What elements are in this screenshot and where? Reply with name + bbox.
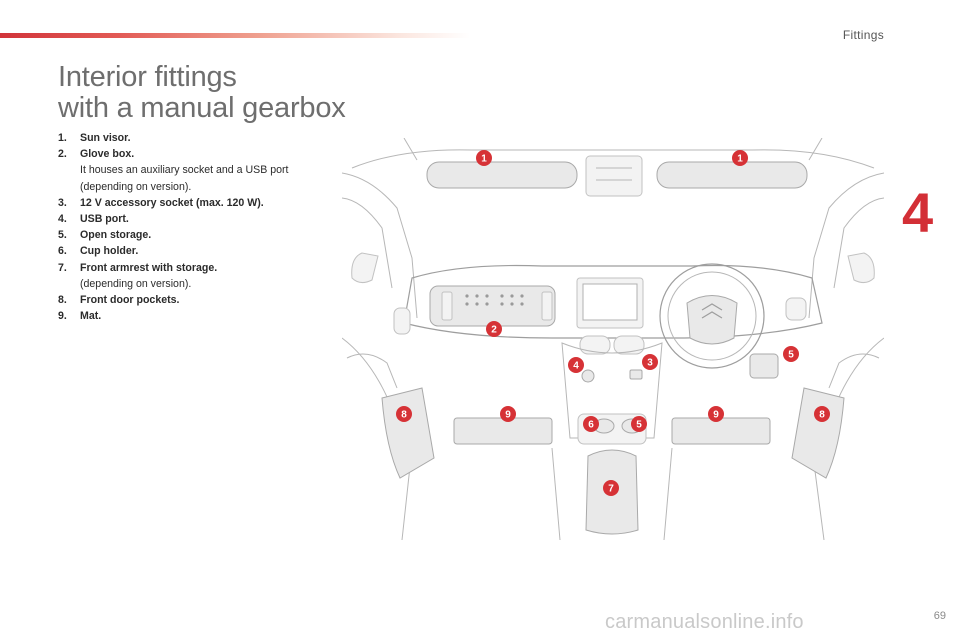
floor-mat-right: [671, 417, 771, 445]
list-item: 5. Open storage.: [58, 227, 308, 243]
svg-text:1: 1: [737, 154, 743, 165]
glove-box-handle: [441, 291, 453, 321]
list-item: 8. Front door pockets.: [58, 292, 308, 308]
svg-text:1: 1: [481, 154, 487, 165]
steering-wheel: [659, 263, 765, 369]
item-label: Cup holder.: [80, 245, 139, 258]
roof-console: [585, 155, 643, 197]
windshield-frame: [351, 138, 875, 169]
callout-mat-left: 9: [500, 406, 516, 422]
header-accent-bar: [0, 33, 470, 38]
car-interior-illustration: 1 1 2 3 4 5 5 6 7 8 8 9 9: [342, 138, 884, 540]
item-number: 3.: [58, 196, 67, 209]
item-description: It houses an auxiliary socket and a USB …: [80, 164, 289, 193]
svg-text:5: 5: [636, 420, 642, 431]
page-title-line-2: with a manual gearbox: [58, 92, 346, 124]
callout-door-pocket-right: 8: [814, 406, 830, 422]
svg-text:8: 8: [401, 410, 407, 421]
item-label: Front door pockets.: [80, 294, 180, 307]
item-number: 2.: [58, 148, 67, 161]
page-title-line-1: Interior fittings: [58, 61, 237, 93]
callout-sun-visor-right: 1: [732, 150, 748, 166]
list-item: 4. USB port.: [58, 211, 308, 227]
chapter-number: 4: [902, 181, 934, 244]
floor-mat-left: [453, 417, 553, 445]
callout-mat-right: 9: [708, 406, 724, 422]
item-label: Mat.: [80, 310, 102, 323]
vent-centre-right: [613, 335, 645, 355]
item-number: 1.: [58, 132, 67, 144]
svg-text:7: 7: [608, 484, 614, 495]
steering-hub: [686, 295, 738, 345]
section-label: Fittings: [842, 28, 884, 42]
callout-open-storage-dash: 5: [783, 346, 799, 362]
svg-text:5: 5: [788, 350, 794, 361]
svg-text:4: 4: [573, 361, 579, 372]
glove-box-handle: [541, 291, 553, 321]
door-pocket-right: [791, 387, 845, 479]
callout-cup-holder: 6: [583, 416, 599, 432]
list-item: 3. 12 V accessory socket (max. 120 W).: [58, 195, 308, 211]
sun-visor-left: [426, 161, 578, 189]
item-number: 9.: [58, 310, 67, 323]
item-number: 5.: [58, 229, 67, 242]
mirror-left: [351, 252, 379, 284]
door-pocket-left: [381, 387, 435, 479]
usb-port: [629, 369, 643, 380]
svg-text:8: 8: [819, 410, 825, 421]
callout-sun-visor-left: 1: [476, 150, 492, 166]
item-number: 7.: [58, 261, 67, 274]
screen-display: [582, 283, 638, 321]
item-label: USB port.: [80, 213, 129, 226]
svg-text:9: 9: [713, 410, 719, 421]
watermark: carmanualsonline.info: [605, 611, 804, 633]
item-label: Sun visor.: [80, 132, 131, 144]
callout-glove-box: 2: [486, 321, 502, 337]
door-handles: [346, 353, 880, 389]
list-item: 7. Front armrest with storage. (depending …: [58, 260, 308, 292]
page-title: Interior fittings with a manual gearbox: [58, 62, 346, 124]
vent-centre-left: [579, 335, 611, 355]
accessory-socket: [581, 369, 595, 383]
left-pillar: [342, 172, 418, 319]
centre-console: [561, 342, 663, 439]
callout-accessory-socket: 3: [642, 354, 658, 370]
mirror-right: [847, 252, 875, 284]
seat-outlines: [401, 447, 825, 540]
callout-armrest: 7: [603, 480, 619, 496]
item-label: 12 V accessory socket (max. 120 W).: [80, 196, 264, 209]
list-item: 1. Sun visor.: [58, 130, 308, 146]
vent-left: [393, 307, 411, 335]
right-pillar: [808, 172, 884, 319]
list-item: 6. Cup holder.: [58, 243, 308, 259]
item-label: Glove box.: [80, 148, 135, 161]
fittings-list: 1. Sun visor. 2. Glove box. It houses an au…: [58, 130, 308, 324]
item-number: 4.: [58, 213, 67, 226]
svg-text:2: 2: [491, 325, 497, 336]
open-storage-dash: [749, 353, 779, 379]
page-number: 69: [933, 610, 946, 622]
item-description: (depending on version).: [80, 277, 192, 290]
steering-wheel-inner: [667, 271, 757, 361]
sun-visor-right: [656, 161, 808, 189]
glove-box-vents: [465, 294, 524, 306]
list-item: 9. Mat.: [58, 308, 308, 324]
brand-logo: [701, 303, 723, 319]
item-label: Front armrest with storage.: [80, 261, 218, 274]
item-number: 6.: [58, 245, 67, 258]
svg-text:6: 6: [588, 420, 594, 431]
callout-usb-port: 4: [568, 357, 584, 373]
svg-text:9: 9: [505, 410, 511, 421]
callout-door-pocket-left: 8: [396, 406, 412, 422]
list-item: 2. Glove box. It houses an auxiliary socke…: [58, 146, 308, 195]
callout-open-storage-console: 5: [631, 416, 647, 432]
item-label: Open storage.: [80, 229, 152, 242]
item-number: 8.: [58, 294, 67, 307]
vent-right: [785, 297, 807, 321]
svg-text:3: 3: [647, 358, 653, 369]
